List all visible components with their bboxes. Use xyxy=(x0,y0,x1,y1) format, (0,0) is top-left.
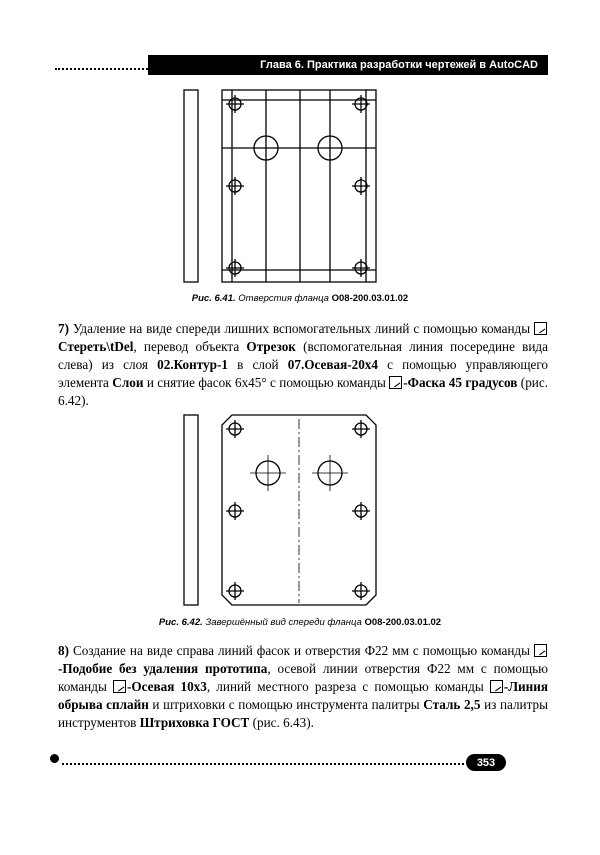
p8-text-4: и штриховки с помощью инструмента палитр… xyxy=(148,697,424,712)
chamfer-icon xyxy=(389,376,403,389)
footer-dotted-line xyxy=(62,763,464,765)
p8-text-2: , осевой линии отверстия Ф22 мм с помощь… xyxy=(58,661,548,694)
fig2-text: Завершённый вид спереди фланца xyxy=(205,617,362,628)
p7-text-5: с помощью управляющего элемента xyxy=(58,357,549,390)
p7-text-2: , перевод объекта xyxy=(133,339,247,354)
offset-icon xyxy=(534,644,547,657)
p7-text-6: и снятие фасок 6х45° с помощью команды xyxy=(143,375,390,390)
p7-number: 7) xyxy=(58,321,69,336)
centerline-icon xyxy=(112,680,126,693)
p7-control: Слои xyxy=(112,375,144,390)
p7-text-3: (вспомогательная линия посередине вида с… xyxy=(58,339,548,372)
p7-text-4: в слой xyxy=(227,357,288,372)
p8-number: 8) xyxy=(58,643,69,658)
figure-6-42-drawing xyxy=(183,414,377,606)
p8-text-1: Создание на виде справа линий фасок и от… xyxy=(69,643,534,658)
p7-command-chamfer: -Фаска 45 градусов xyxy=(403,375,518,390)
fig2-label: Рис. 6.42. xyxy=(158,617,203,628)
p8-text-5: из палитры инструментов xyxy=(58,697,548,730)
p8-command-centerline: -Осевая 10х3 xyxy=(126,679,207,694)
p8-tool: Сталь 2,5 xyxy=(423,697,481,712)
paragraph-8: 8) Создание на виде справа линий фасок и… xyxy=(58,642,548,732)
spline-break-icon xyxy=(489,680,503,693)
fig1-label: Рис. 6.41. xyxy=(191,293,236,304)
p8-text-6: (рис. 6.43). xyxy=(249,715,314,730)
p7-object: Отрезок xyxy=(246,339,296,354)
chapter-title: Глава 6. Практика разработки чертежей в … xyxy=(260,59,538,71)
p8-palette: Штриховка ГОСТ xyxy=(139,715,250,730)
figure-6-41-drawing xyxy=(183,89,377,283)
figure-6-41-caption: Рис. 6.41. Отверстия фланца О08-200.03.0… xyxy=(0,293,600,304)
figure-6-42-caption: Рис. 6.42. Завершённый вид спереди фланц… xyxy=(0,617,600,628)
fig2-code: О08-200.03.01.02 xyxy=(364,617,442,628)
page-number: 353 xyxy=(466,754,506,771)
paragraph-7: 7) Удаление на виде спереди лишних вспом… xyxy=(58,320,548,410)
p7-text-1: Удаление на виде спереди лишних вспомога… xyxy=(69,321,534,336)
p7-layer-1: 02.Контур-1 xyxy=(157,357,228,372)
p8-text-3: , линий местного разреза с помощью коман… xyxy=(206,679,490,694)
footer-dot xyxy=(50,754,59,763)
p7-layer-2: 07.Осевая-20х4 xyxy=(287,357,378,372)
fig1-code: О08-200.03.01.02 xyxy=(331,293,409,304)
erase-icon xyxy=(534,322,547,335)
p7-command-erase: Стереть\tDel xyxy=(58,339,134,354)
header-dotted-line xyxy=(55,68,148,70)
page-number-text: 353 xyxy=(476,756,496,769)
p7-text-7: (рис. 6.42). xyxy=(58,375,548,408)
p8-command-offset: -Подобие без удаления прототипа xyxy=(58,661,268,676)
p8-command-spline: -Линия обрыва сплайн xyxy=(58,679,548,712)
fig1-text: Отверстия фланца xyxy=(238,293,329,304)
chapter-header: Глава 6. Практика разработки чертежей в … xyxy=(148,55,548,75)
